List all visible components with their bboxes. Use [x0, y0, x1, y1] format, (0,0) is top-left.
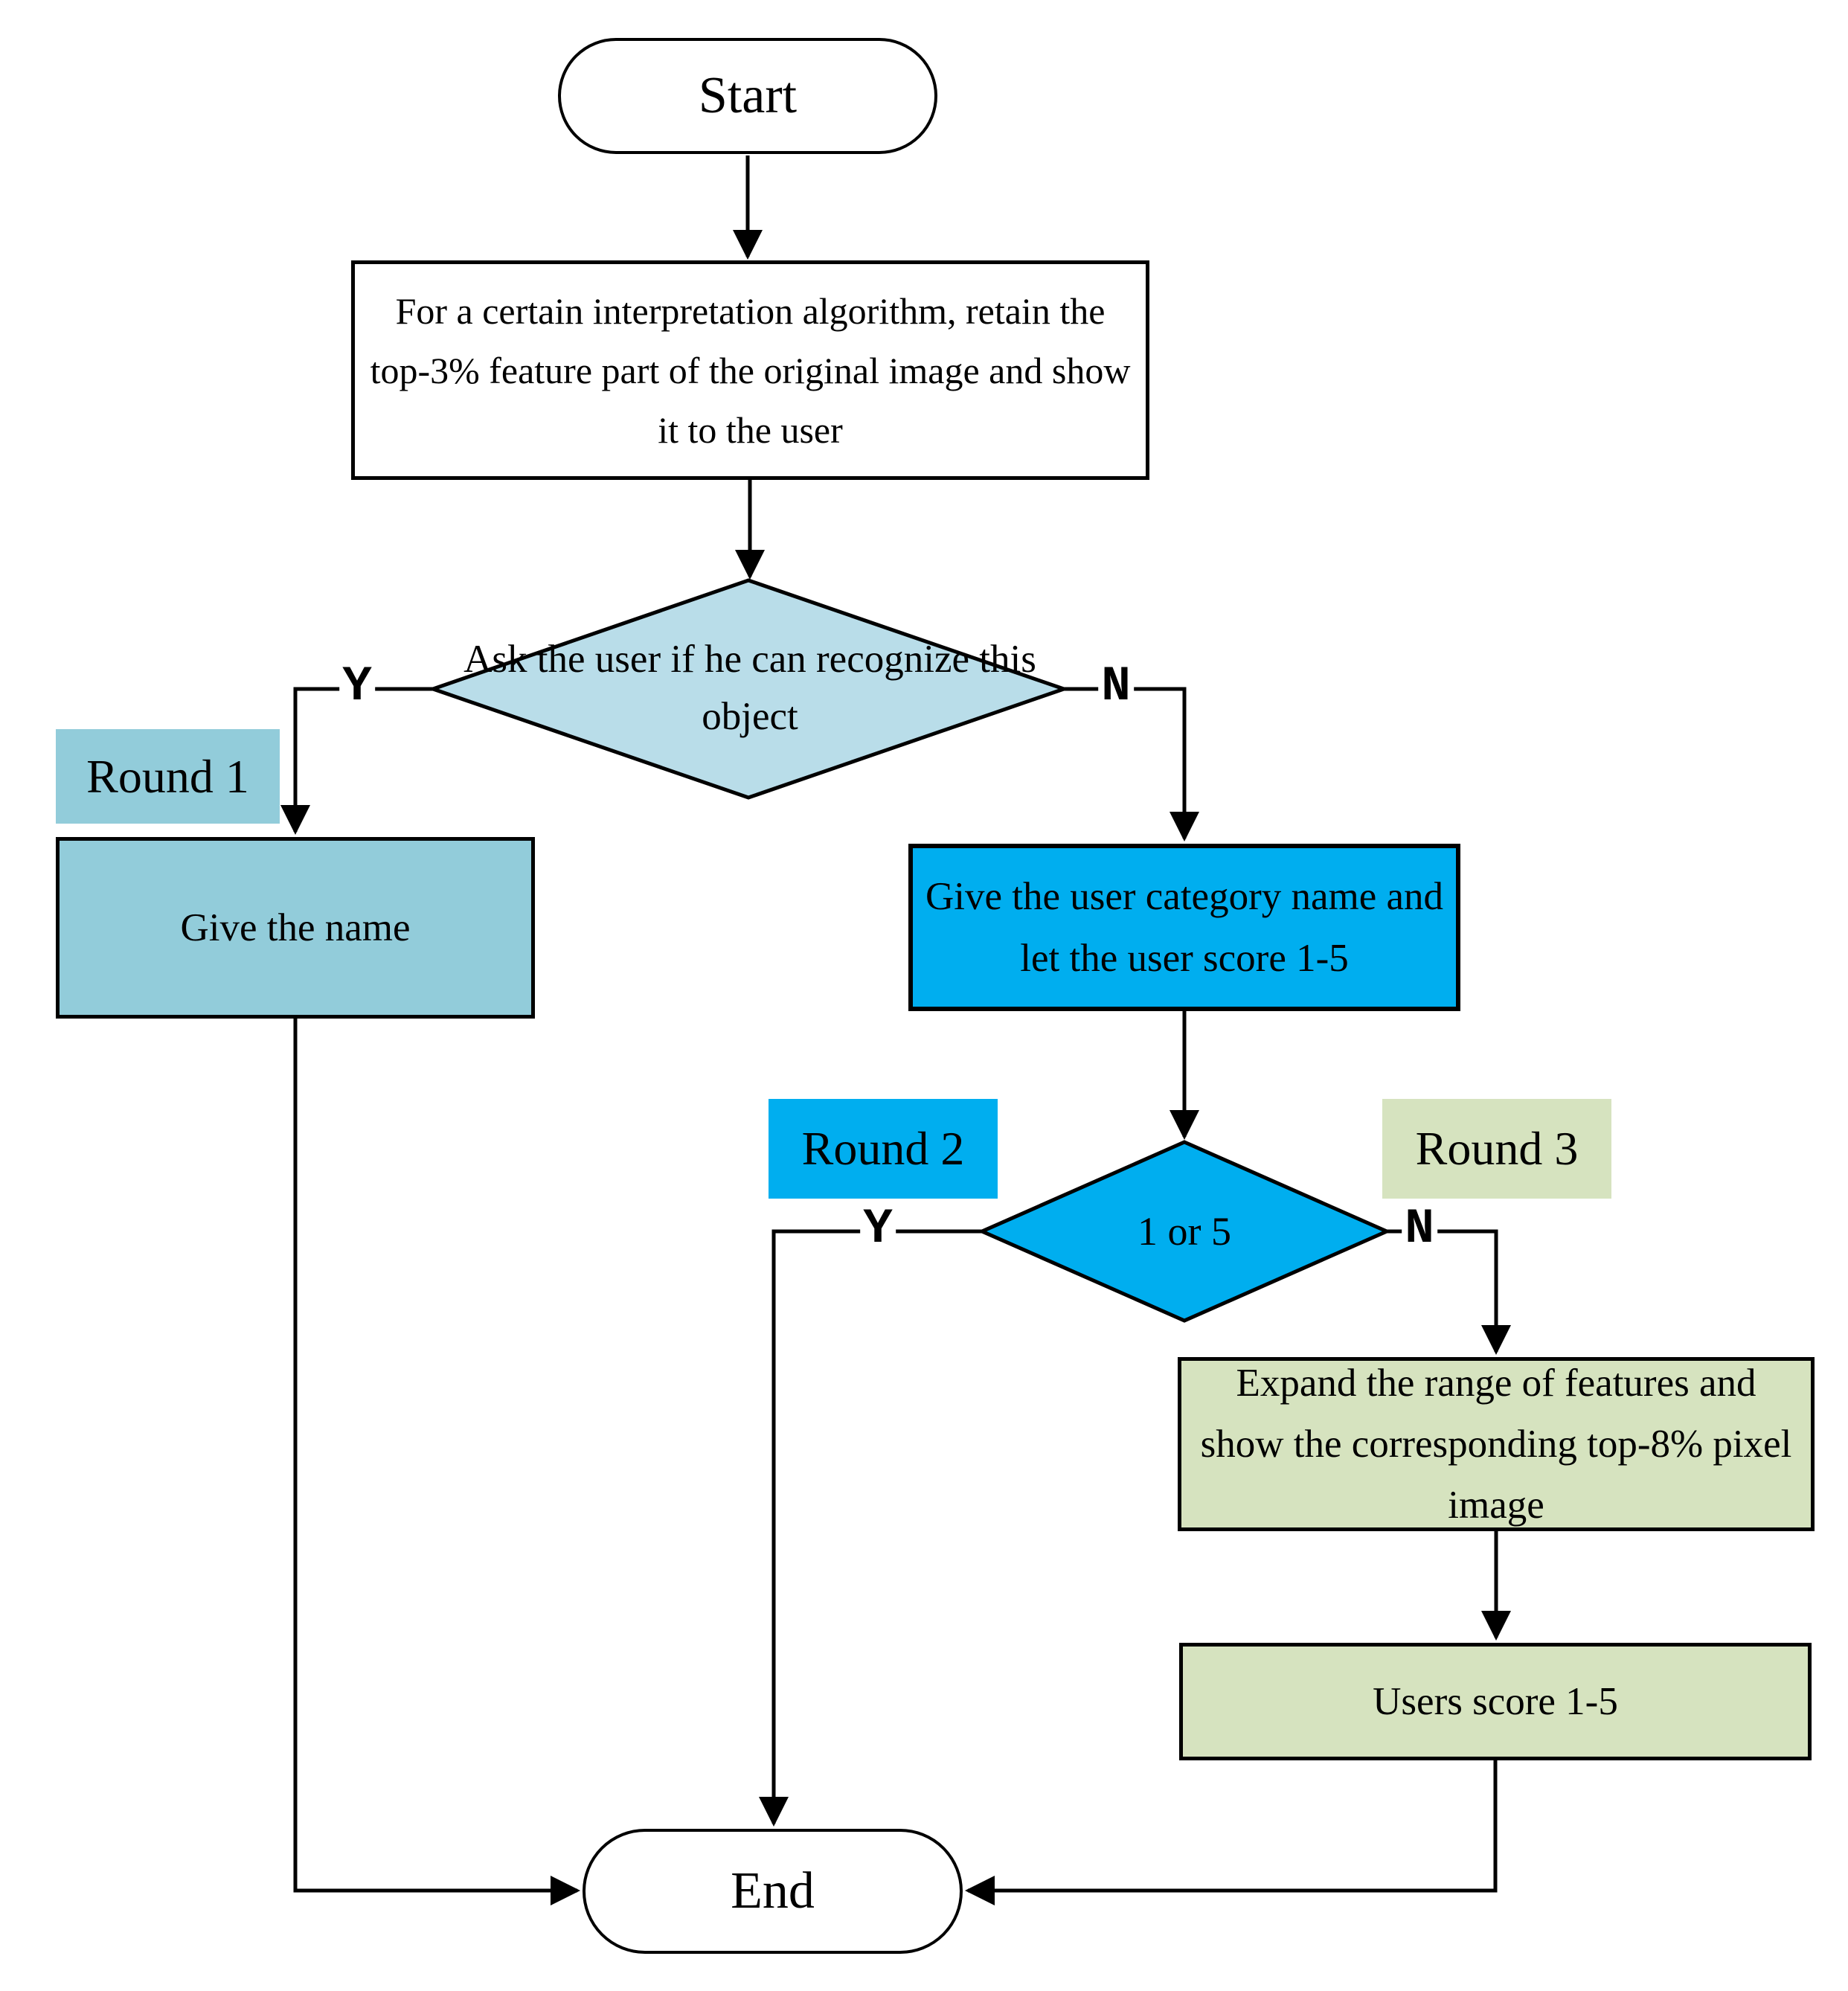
branch-no-label-2: N — [1402, 1203, 1437, 1255]
process-retain-node: For a certain interpretation algorithm, … — [351, 260, 1149, 480]
decision-score-shape — [977, 1140, 1392, 1323]
category-score-node: Give the user category name and let the … — [908, 844, 1460, 1011]
branch-no-label-1: N — [1098, 661, 1134, 713]
connector-givename-to-end — [293, 1019, 580, 1905]
round1-badge: Round 1 — [56, 729, 280, 824]
users-score-node: Users score 1-5 — [1179, 1643, 1812, 1760]
branch-yes-label-1: Y — [339, 661, 375, 713]
connector-ask-yes-to-givename — [280, 687, 433, 835]
expand-label: Expand the range of features and show th… — [1200, 1361, 1792, 1527]
decision-score-label: 1 or 5 — [1138, 1208, 1231, 1254]
givename-label: Give the name — [180, 905, 411, 949]
round3-badge: Round 3 — [1382, 1099, 1611, 1199]
users-score-label: Users score 1-5 — [1373, 1679, 1618, 1723]
category-score-label: Give the user category name and let the … — [925, 875, 1444, 980]
process-retain-label: For a certain interpretation algorithm, … — [370, 289, 1131, 451]
connector-decision-yes-to-end — [759, 1229, 982, 1827]
start-node: Start — [558, 38, 937, 154]
decision-ask-shape — [427, 578, 1070, 800]
branch-yes-label-2: Y — [860, 1203, 896, 1255]
end-node: End — [583, 1829, 963, 1954]
connector-users-to-end — [965, 1760, 1498, 1905]
expand-node: Expand the range of features and show th… — [1178, 1357, 1815, 1531]
decision-ask-label: Ask the user if he can recognize this ob… — [463, 638, 1036, 738]
givename-node: Give the name — [56, 837, 535, 1019]
round2-badge: Round 2 — [769, 1099, 998, 1199]
